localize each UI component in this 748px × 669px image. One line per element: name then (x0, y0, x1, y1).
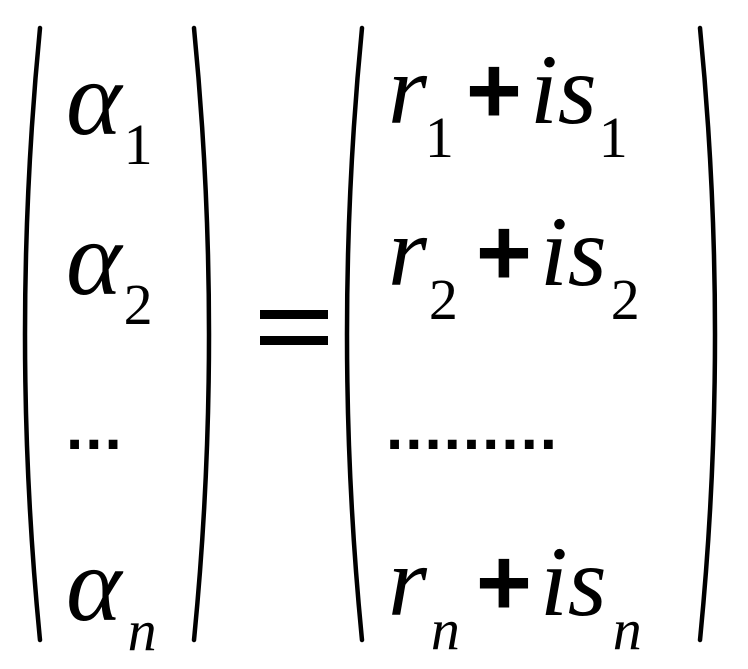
real-subscript: n (430, 597, 460, 662)
plus-sign: + (465, 37, 522, 144)
alpha-symbol: α (66, 526, 122, 643)
imaginary-part: s (557, 34, 597, 145)
imaginary-unit: i (539, 196, 568, 307)
right-open-paren (344, 25, 365, 643)
right-entry-1: r1 + is1 (388, 40, 628, 167)
alpha-symbol: α (66, 200, 122, 317)
plus-sign: + (475, 529, 532, 636)
alpha-symbol: α (66, 40, 122, 157)
imaginary-unit: i (529, 34, 558, 145)
equals-bar-bottom (260, 336, 328, 345)
subscript: 2 (123, 272, 153, 337)
imag-subscript: 1 (598, 105, 628, 170)
left-open-paren (22, 25, 43, 643)
right-entry-2: r2 + is2 (388, 202, 640, 329)
imag-subscript: n (612, 597, 642, 662)
imag-subscript: 2 (610, 267, 640, 332)
subscript: n (127, 598, 157, 663)
real-part: r (388, 196, 427, 307)
plus-sign: + (475, 199, 532, 306)
left-entry-1: α1 (66, 46, 153, 174)
imaginary-part: s (567, 526, 607, 637)
subscript: 1 (123, 112, 153, 177)
real-subscript: 2 (428, 267, 458, 332)
real-part: r (388, 34, 427, 145)
equals-bar-top (260, 310, 328, 319)
left-entry-2: α2 (66, 206, 153, 334)
equals-sign: = (260, 310, 328, 362)
real-part: r (388, 526, 427, 637)
left-ellipsis: ... (66, 394, 124, 463)
right-ellipsis: ......... (386, 394, 560, 463)
imaginary-part: s (567, 196, 607, 307)
imaginary-unit: i (539, 526, 568, 637)
real-subscript: 1 (424, 105, 454, 170)
right-close-paren (697, 25, 718, 643)
left-close-paren (191, 25, 212, 643)
